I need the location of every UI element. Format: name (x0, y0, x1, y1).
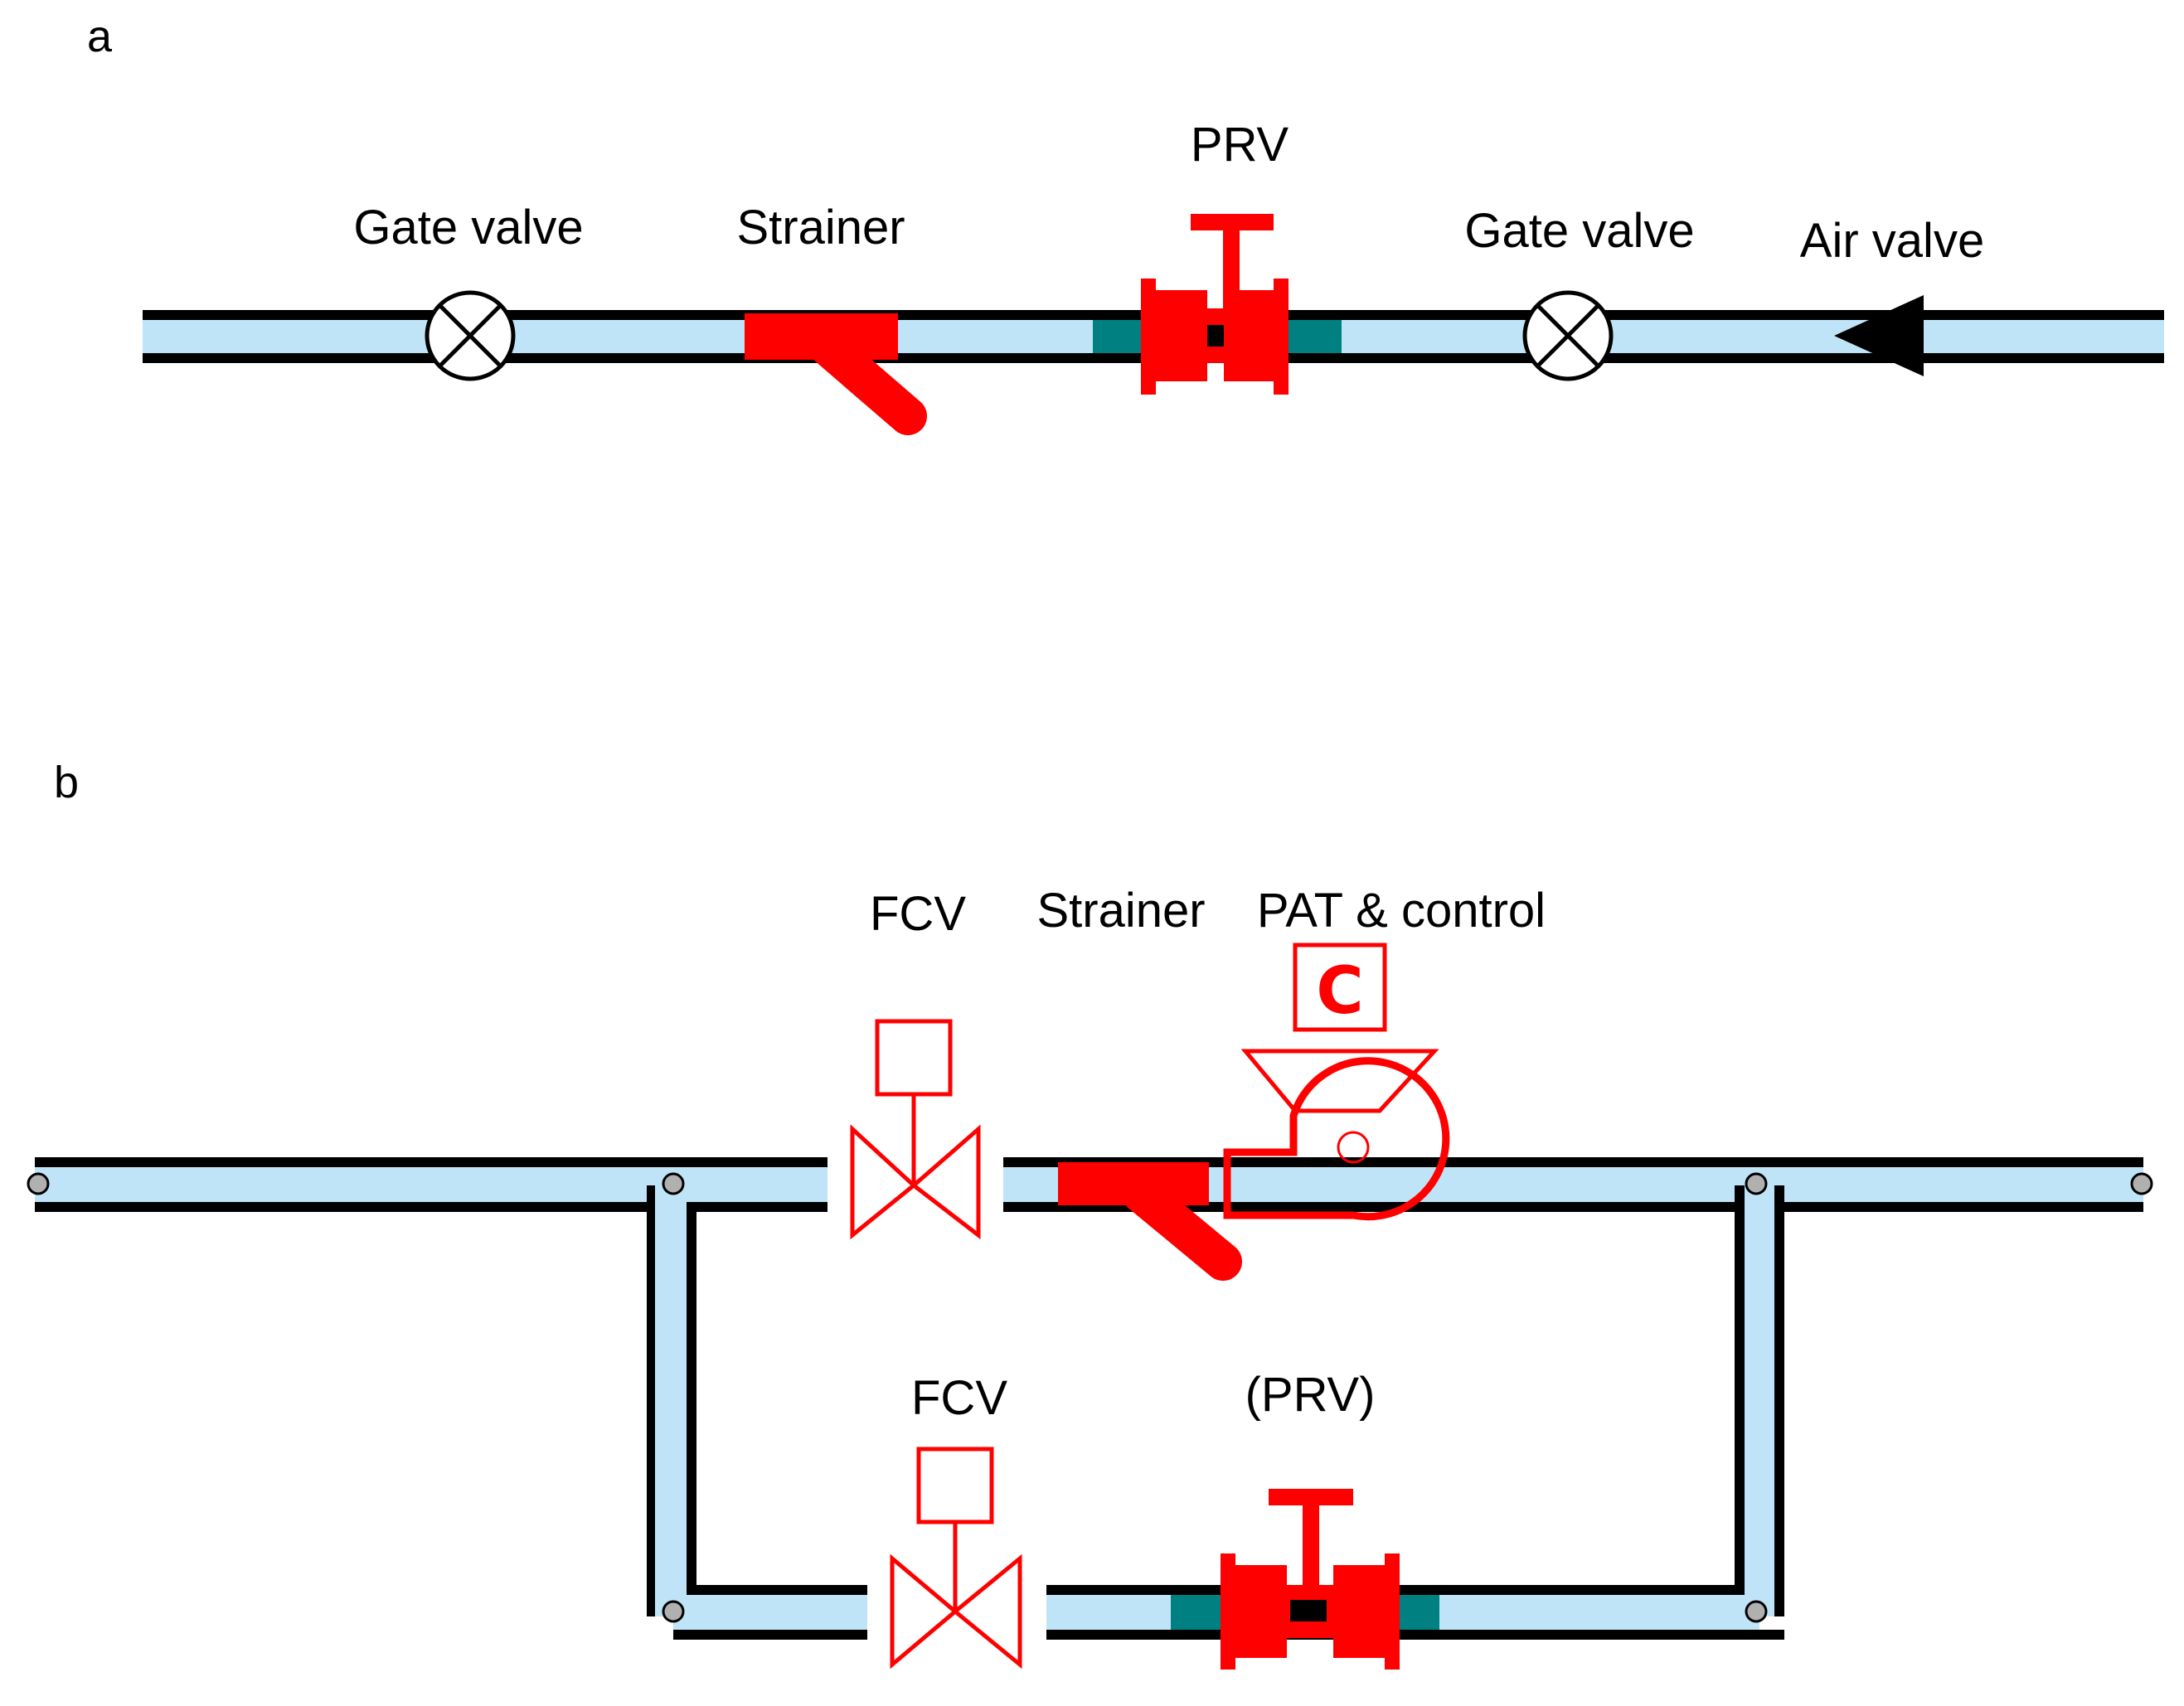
label-fcv-bottom: FCV (911, 1371, 1007, 1425)
pat-turbine-icon (1223, 1049, 1450, 1221)
pipe-joint-icon (662, 1172, 685, 1195)
pipe-joint-icon (1745, 1600, 1768, 1623)
fcv-bottom-icon (890, 1447, 1022, 1670)
panel-a-label: a (87, 12, 113, 61)
pipe-joint-icon (2130, 1172, 2153, 1195)
label-gate-valve-left: Gate valve (353, 201, 583, 254)
label-prv-bypass: (PRV) (1245, 1368, 1376, 1422)
pipe-joint-icon (662, 1600, 685, 1623)
pipe-joint-icon (1745, 1172, 1768, 1195)
controller-box: C (1293, 943, 1387, 1032)
label-gate-valve-right: Gate valve (1464, 204, 1694, 258)
prv-icon (1093, 214, 1342, 395)
label-strainer-a: Strainer (736, 201, 905, 254)
fcv-top-icon (850, 1019, 981, 1240)
label-pat-control: PAT & control (1257, 884, 1546, 938)
label-air-valve: Air valve (1800, 214, 1984, 268)
prv-bypass-icon (1171, 1489, 1439, 1670)
panel-b-label: b (54, 758, 79, 807)
gate-valve-icon (425, 290, 516, 381)
strainer-icon (1058, 1162, 1242, 1281)
pipe-joint-icon (27, 1172, 50, 1195)
label-fcv-top: FCV (870, 887, 966, 941)
controller-letter: C (1316, 954, 1363, 1029)
label-strainer-b: Strainer (1036, 884, 1205, 938)
air-valve-arrow-icon (1834, 295, 1924, 376)
label-prv-a: PRV (1191, 118, 1289, 172)
panel-b-pipeline (35, 1157, 2143, 1640)
gate-valve-icon (1522, 290, 1614, 381)
strainer-icon (745, 313, 927, 435)
